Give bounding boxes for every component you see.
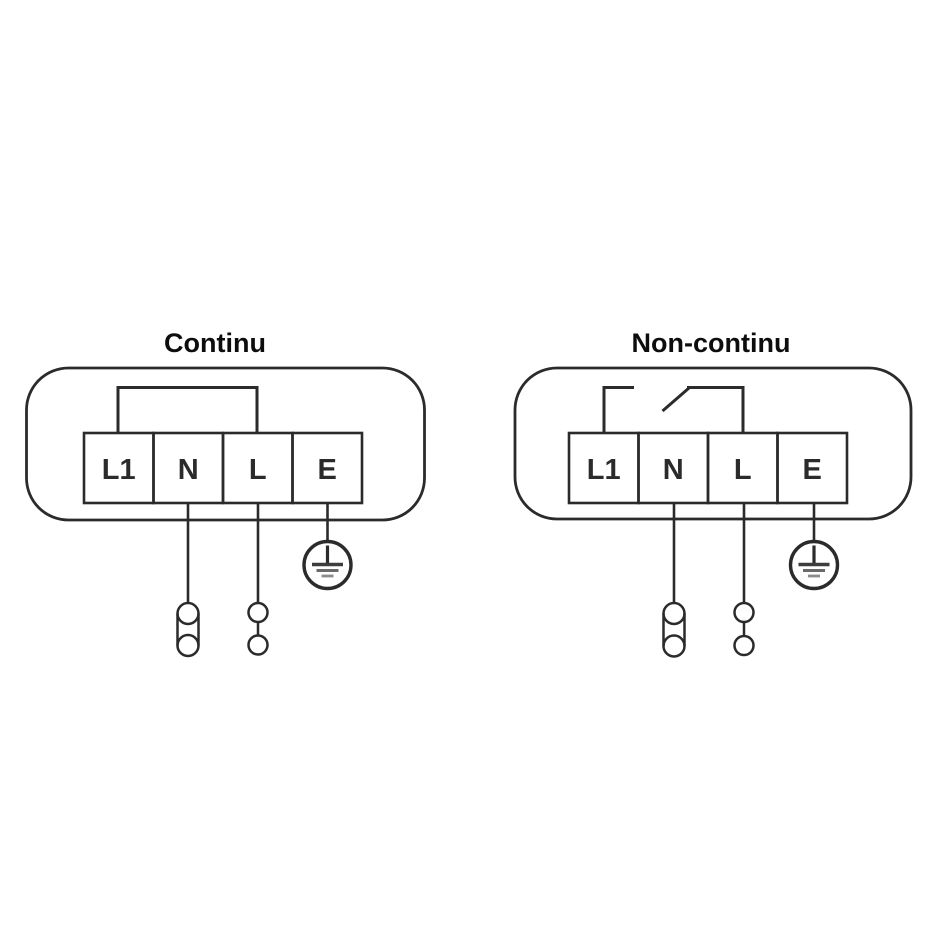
terminal-label-n: N bbox=[663, 454, 684, 486]
terminal-label-l: L bbox=[249, 454, 267, 486]
terminal-label-e: E bbox=[803, 454, 822, 486]
terminal-box-e bbox=[776, 431, 849, 505]
earth-circle bbox=[302, 539, 353, 591]
jumper-bridge-left-segment bbox=[602, 386, 634, 434]
diagram-title-non-continuous: Non-continu bbox=[631, 328, 791, 358]
connector-circle-bottom bbox=[733, 634, 755, 657]
diagram-continuous: L1 N L E bbox=[25, 366, 426, 658]
connector-circle-bottom bbox=[662, 634, 686, 658]
connector-circle-top bbox=[733, 601, 755, 624]
jumper-bridge-wire bbox=[116, 386, 259, 434]
switch-blade bbox=[661, 386, 690, 413]
enclosure-outline bbox=[513, 366, 913, 521]
earth-circle bbox=[788, 539, 840, 591]
connector-circle-top bbox=[662, 601, 686, 626]
jumper-bridge-right-segment bbox=[687, 386, 745, 434]
terminal-label-n: N bbox=[178, 454, 199, 486]
chain-link-connector-icon bbox=[662, 601, 686, 658]
connector-circle-bottom bbox=[247, 634, 269, 656]
connector-circle-bottom bbox=[176, 633, 200, 658]
enclosure-outline bbox=[25, 366, 426, 522]
terminal-label-l1: L1 bbox=[102, 454, 136, 486]
double-circle-connector-icon bbox=[247, 601, 269, 656]
protective-earth-icon bbox=[788, 539, 840, 591]
terminal-label-e: E bbox=[318, 454, 337, 486]
diagram-non-continuous: L1 N L E bbox=[513, 366, 913, 658]
protective-earth-icon bbox=[302, 539, 353, 591]
double-circle-connector-icon bbox=[733, 601, 755, 657]
chain-link-connector-icon bbox=[176, 601, 200, 658]
diagram-title-continuous: Continu bbox=[164, 328, 266, 358]
terminal-label-l1: L1 bbox=[587, 454, 621, 486]
connector-circle-top bbox=[247, 601, 269, 624]
terminal-label-l: L bbox=[734, 454, 752, 486]
connector-circle-top bbox=[176, 601, 200, 626]
